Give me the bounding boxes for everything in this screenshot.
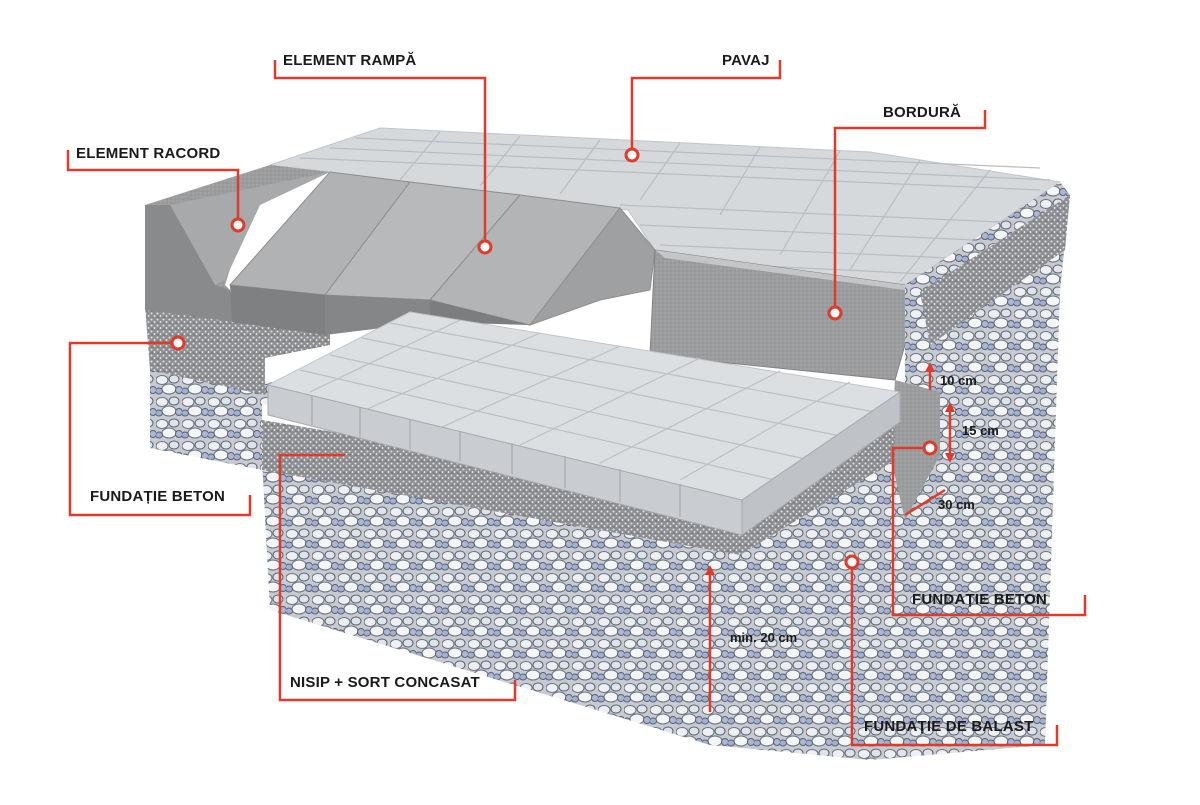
front-paving-joints	[311, 396, 681, 517]
dimension-lines	[708, 365, 952, 712]
leader-lines	[66, 60, 1087, 747]
ramp-face-1	[230, 285, 325, 335]
label-pavaj: PAVAJ	[722, 52, 770, 69]
label-fundatie-beton-right: FUNDAȚIE BETON	[912, 591, 1048, 608]
marker-bordura	[827, 305, 843, 321]
front-sand-layer	[262, 420, 740, 555]
marker-fundatie-beton-left	[170, 335, 186, 351]
label-fundatie-beton-left: FUNDAȚIE BETON	[90, 488, 226, 505]
front-paving-grid	[299, 319, 876, 481]
bordura-top	[655, 250, 920, 292]
marker-fundatie-beton-right	[922, 440, 938, 456]
ramp-element-4	[528, 207, 656, 327]
dimension-arrows	[705, 362, 955, 575]
marker-pavaj	[624, 147, 640, 163]
right-sand-layer	[920, 195, 1070, 345]
dim-15cm: 15 cm	[962, 423, 999, 438]
dim-min20cm: min. 20 cm	[730, 630, 798, 645]
label-bordura: BORDURĂ	[883, 104, 962, 121]
marker-dots	[170, 147, 938, 570]
front-gravel-face	[262, 460, 710, 745]
dim-10cm: 10 cm	[940, 373, 977, 388]
ramp-face-3	[430, 300, 530, 325]
element-racord-slope	[170, 172, 330, 285]
label-element-racord: ELEMENT RACORD	[76, 145, 221, 162]
curb-foundation-right	[890, 380, 940, 520]
element-racord-side	[145, 205, 235, 322]
label-nisip-sort: NISIP + SORT CONCASAT	[290, 674, 480, 691]
label-element-rampa: ELEMENT RAMPĂ	[283, 52, 417, 69]
front-paving-side	[741, 391, 901, 536]
dim-30cm: 30 cm	[938, 497, 975, 512]
label-fundatie-balast: FUNDAȚIE DE BALAST	[864, 718, 1034, 735]
marker-element-rampa	[477, 239, 493, 255]
marker-element-racord	[230, 217, 246, 233]
marker-fundatie-balast	[844, 554, 860, 570]
